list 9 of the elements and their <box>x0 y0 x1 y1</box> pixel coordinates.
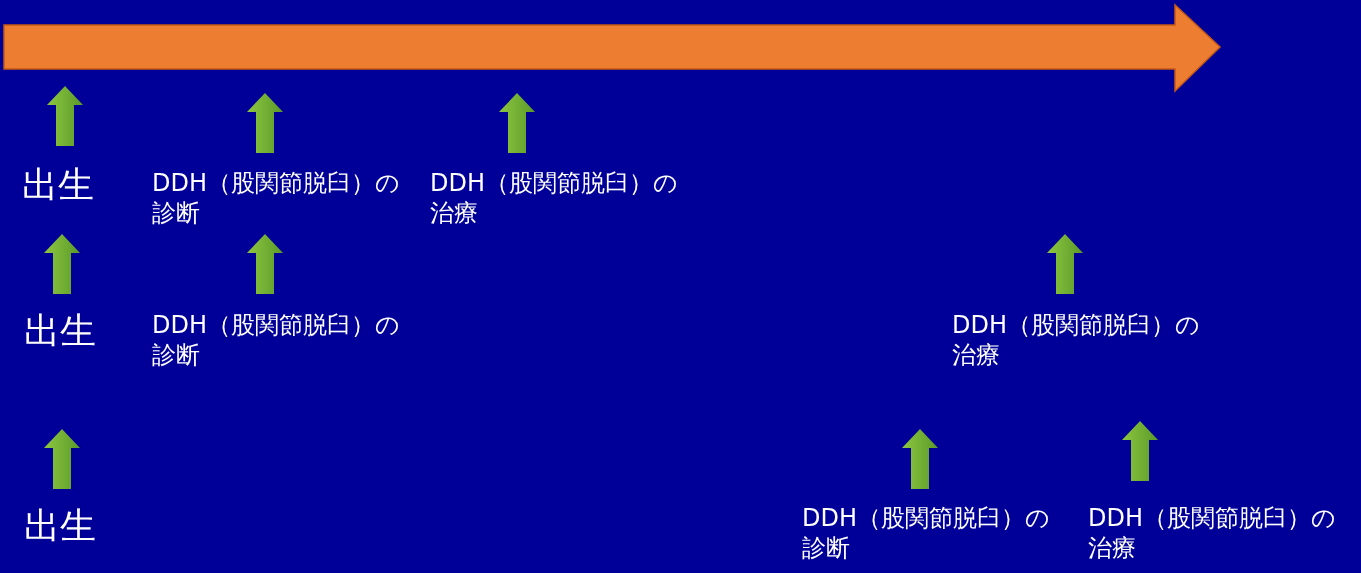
milestone-label: 出生 <box>22 163 94 207</box>
event-label: DDH（股関節脱臼）の治療 <box>1088 503 1337 563</box>
milestone-label: 出生 <box>24 309 96 353</box>
event-label: DDH（股関節脱臼）の診断 <box>152 168 401 228</box>
event-label: DDH（股関節脱臼）の診断 <box>152 310 401 370</box>
milestone-label: 出生 <box>24 504 96 548</box>
event-label: DDH（股関節脱臼）の治療 <box>952 310 1201 370</box>
event-label: DDH（股関節脱臼）の診断 <box>802 503 1051 563</box>
event-label: DDH（股関節脱臼）の治療 <box>430 168 679 228</box>
